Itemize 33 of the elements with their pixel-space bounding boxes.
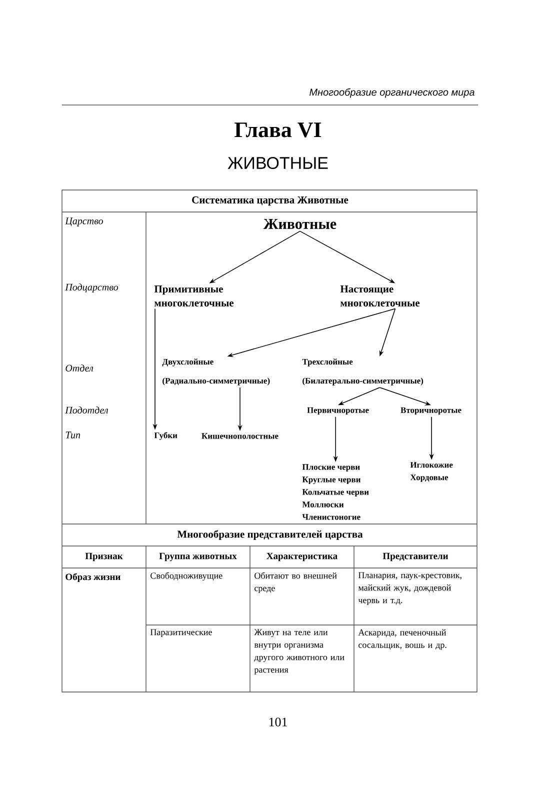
taxon-label: Иглокожие Хордовые xyxy=(410,462,453,482)
cell-text: Свободноживущие xyxy=(150,572,222,581)
column-header: Группа животных xyxy=(159,552,237,562)
page-number: 101 xyxy=(269,718,287,726)
taxon-label: Трехслойные (Билатерально-симметричные) xyxy=(302,358,424,386)
running-head: Многообразие органического мира xyxy=(310,88,474,98)
taxon-label: Кишечнополостные xyxy=(202,433,278,439)
rank-label: Тип xyxy=(66,432,80,438)
taxon-label: Вторичноротые xyxy=(400,407,462,415)
taxon-label: Настоящие многоклеточные xyxy=(340,286,420,306)
column-header: Признак xyxy=(85,552,123,562)
cell-text: Обитают во внешней среде xyxy=(254,572,337,594)
taxon-label: Первичноротые xyxy=(307,407,369,415)
cell-text: Планария, паук-крестовик, майский жук, дождевой червь и т.д. xyxy=(358,572,462,606)
chapter-heading: Глава VI xyxy=(234,122,322,138)
rank-label: Подцарство xyxy=(65,283,118,293)
cell-text: Паразитические xyxy=(150,629,212,638)
chapter-title: ЖИВОТНЫЕ xyxy=(228,156,328,170)
rank-label: Подотдел xyxy=(65,406,108,414)
column-header: Характеристика xyxy=(266,552,338,562)
row-header: Образ жизни xyxy=(66,573,120,582)
taxon-label: Животные xyxy=(263,219,336,229)
cell-text: Аскарида, печеночный сосальщик, вошь и др. xyxy=(358,629,446,650)
taxon-label: Губки xyxy=(154,432,178,440)
taxon-label: Примитивные многоклеточные xyxy=(154,286,234,306)
table-title: Систематика царства Животные xyxy=(192,196,348,206)
cell-text: Живут на теле или внутри организма другого животного или растения xyxy=(254,629,344,675)
column-header: Представители xyxy=(382,552,448,562)
taxon-label: Двухслойные (Радиально-симметричные) xyxy=(162,358,270,386)
rank-label: Царство xyxy=(65,218,103,226)
table-title: Многообразие представителей царства xyxy=(177,530,363,540)
rank-label: Отдел xyxy=(66,364,94,372)
taxon-label: Плоские черви Круглые черви Кольчатые черви Моллюски Членистоногие xyxy=(302,464,369,520)
